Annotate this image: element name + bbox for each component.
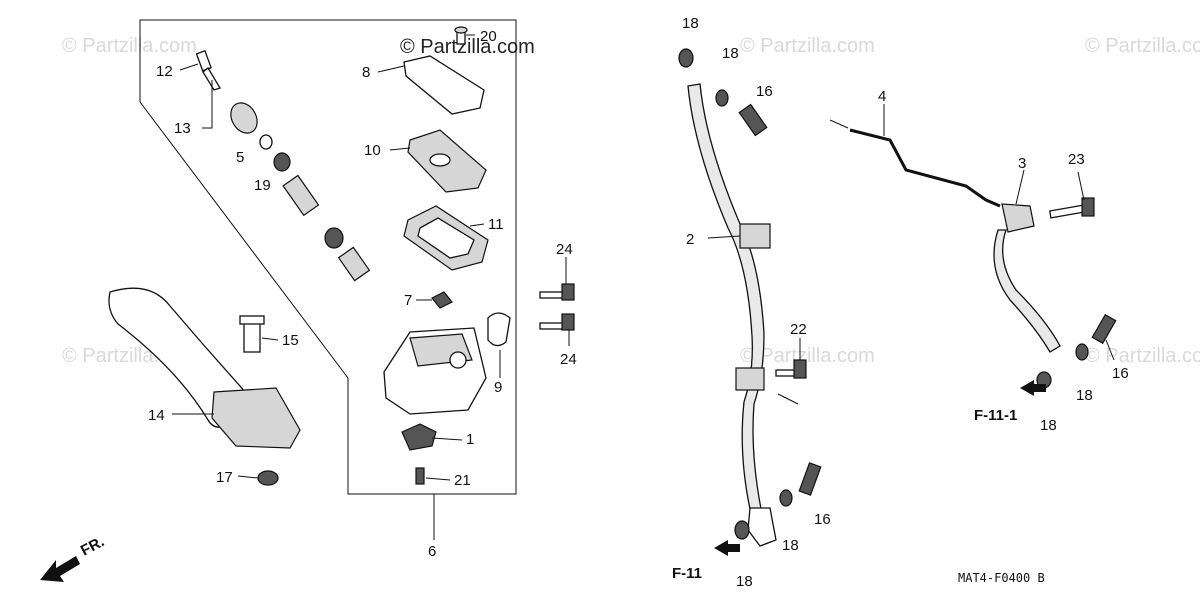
reference-f11-1: F-11-1	[974, 380, 1046, 424]
callout-7: 7	[404, 292, 412, 309]
diagram-code: MAT4-F0400 B	[958, 571, 1045, 585]
washer-18	[779, 489, 793, 507]
bolt-23	[1048, 197, 1095, 219]
watermark: © Partzilla.com	[740, 35, 875, 57]
callout-4: 4	[878, 88, 886, 105]
brake-hose-right	[993, 229, 1061, 353]
watermark: © Partzilla.com	[62, 35, 197, 57]
callout-6: 6	[428, 543, 436, 560]
callout-18: 18	[736, 573, 753, 590]
callout-1: 1	[466, 431, 474, 448]
front-arrow-label: FR.	[78, 533, 107, 559]
callout-10: 10	[364, 142, 381, 159]
callout-12: 12	[156, 63, 173, 80]
reference-arrow	[714, 540, 740, 556]
diaphragm-plate-hole	[429, 153, 451, 167]
bleeder-12	[195, 49, 221, 91]
screw-20	[454, 26, 468, 45]
brake-hose-2	[687, 83, 765, 519]
callout-9: 9	[494, 379, 502, 396]
front-arrow-icon	[40, 556, 80, 582]
callout-16: 16	[1112, 365, 1129, 382]
lever-mount	[211, 387, 301, 449]
callout-18: 18	[782, 537, 799, 554]
holder-9	[487, 312, 511, 347]
callout-24b: 24	[560, 351, 577, 368]
callout-8: 8	[362, 64, 370, 81]
callout-18: 18	[1040, 417, 1057, 434]
washer-18	[715, 89, 729, 107]
callout-18: 18	[682, 15, 699, 32]
bolt-16-right	[1091, 313, 1117, 345]
nut-17	[257, 470, 279, 486]
callout-14: 14	[148, 407, 165, 424]
bolt-24-bottom	[539, 313, 575, 331]
reservoir-cap-8	[403, 55, 485, 115]
watermark-layer: © Partzilla.com © Partzilla.com © Partzi…	[62, 35, 1200, 367]
brake-pipe-4	[849, 128, 1001, 208]
switch-1	[401, 423, 437, 451]
pivot-bolt-15	[239, 315, 265, 353]
callout-11: 11	[488, 216, 504, 233]
washer-18	[734, 520, 750, 540]
reference-arrow	[1020, 380, 1046, 396]
callout-17: 17	[216, 469, 233, 486]
callout-21: 21	[454, 472, 471, 489]
callouts: 20 12 8 13 5 19 10 11 24 24 7 15 9 14 1 …	[148, 15, 1129, 590]
leader-lines	[172, 34, 1115, 540]
master-cylinder-body	[383, 327, 487, 415]
callout-16: 16	[814, 511, 831, 528]
watermark: © Partzilla.com	[1085, 35, 1200, 57]
callout-23: 23	[1068, 151, 1085, 168]
callout-24a: 24	[556, 241, 573, 258]
washer-18	[678, 48, 694, 68]
master-cylinder-group-outline	[139, 19, 517, 495]
washer-18	[1075, 343, 1089, 361]
watermark: © Partzilla.com	[1085, 345, 1200, 367]
hose-clamp	[739, 223, 771, 249]
callout-2: 2	[686, 231, 694, 248]
callout-15: 15	[282, 332, 299, 349]
callout-18: 18	[1076, 387, 1093, 404]
watermark: © Partzilla.com	[740, 345, 875, 367]
callout-5: 5	[236, 149, 244, 166]
hose-fitting-lower	[747, 507, 777, 547]
flow-arrow	[777, 393, 799, 405]
callout-3: 3	[1018, 155, 1026, 172]
front-direction-indicator: FR.	[40, 533, 107, 582]
bolt-24-top	[539, 283, 575, 301]
bolt-16-lower	[798, 462, 822, 496]
watermark: © Partzilla.com	[400, 36, 535, 58]
callout-22: 22	[790, 321, 807, 338]
reference-label-f11-1: F-11-1	[974, 407, 1017, 424]
callout-20: 20	[480, 28, 497, 45]
reference-f11: F-11	[672, 540, 740, 582]
bolt-22	[775, 359, 807, 379]
screw-21	[415, 467, 425, 485]
callout-13: 13	[174, 120, 191, 137]
piston-set-13	[230, 102, 371, 282]
hose-clamp-lower	[735, 367, 765, 391]
callout-19: 19	[254, 177, 271, 194]
flow-arrow	[829, 119, 849, 129]
bolt-16-top	[738, 103, 768, 137]
callout-18: 18	[722, 45, 739, 62]
reference-label-f11: F-11	[672, 565, 702, 582]
clip-7	[431, 291, 453, 309]
diaphragm-inner	[417, 217, 475, 259]
joint-3	[1001, 203, 1035, 233]
callout-16: 16	[756, 83, 773, 100]
